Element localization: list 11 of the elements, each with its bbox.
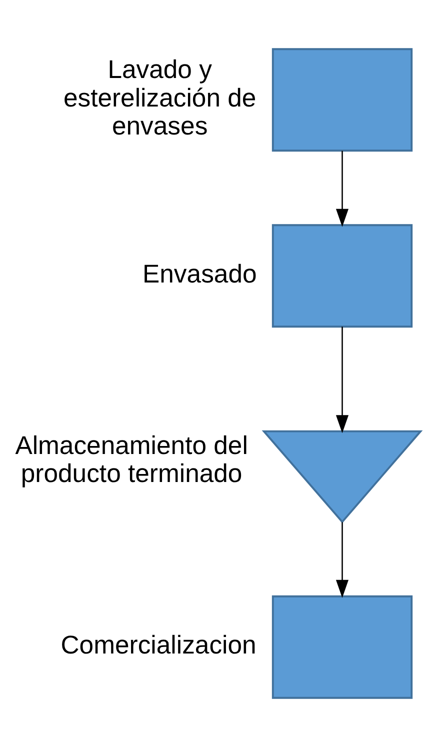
node-triangle: [262, 430, 423, 523]
node-box: [272, 48, 413, 152]
node-box: [272, 594, 413, 698]
arrow: [336, 150, 349, 226]
node-label: Comercializacion: [60, 631, 256, 660]
node-box: [272, 224, 413, 328]
node-label: Lavado y esterelización de envases: [63, 56, 256, 140]
arrow: [336, 522, 349, 598]
arrow: [336, 326, 349, 433]
node-label: Envasado: [142, 260, 257, 288]
node-label: Almacenamiento del producto terminado: [15, 431, 248, 488]
